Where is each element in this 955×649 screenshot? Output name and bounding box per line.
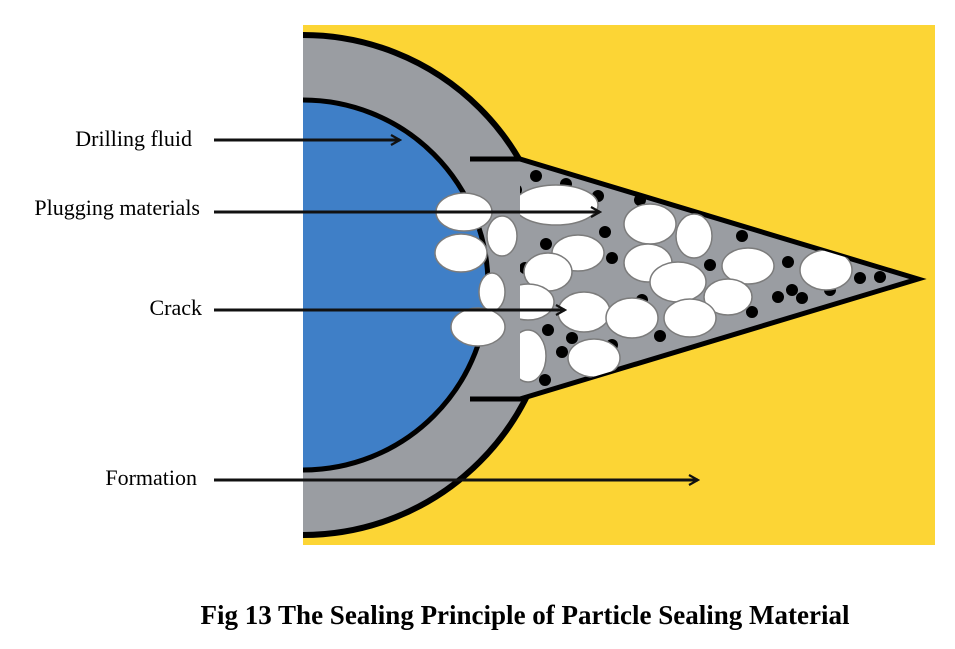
coarse-particle: [649, 261, 707, 303]
label-plugging-materials: Plugging materials: [34, 195, 200, 220]
crack-outline: [470, 156, 927, 402]
coarse-particle: [675, 213, 713, 259]
fine-particle: [556, 346, 568, 358]
wellbore-drilling-fluid: [303, 97, 491, 473]
illustration-panel: [303, 25, 935, 545]
fine-particle: [606, 252, 618, 264]
label-drilling-fluid: Drilling fluid: [75, 126, 192, 151]
fine-particle: [599, 226, 611, 238]
fine-particle: [539, 374, 551, 386]
fine-particle: [786, 284, 798, 296]
plugging-particles: [520, 170, 886, 386]
fine-particle: [746, 306, 758, 318]
coarse-particle: [478, 272, 506, 312]
coarse-particle: [721, 247, 775, 285]
coarse-particle: [434, 233, 488, 273]
fine-particle: [566, 332, 578, 344]
figure-caption: Fig 13 The Sealing Principle of Particle…: [200, 600, 850, 630]
coarse-particle: [520, 184, 599, 226]
fine-particle: [542, 324, 554, 336]
fine-particle: [782, 256, 794, 268]
fine-particle: [772, 291, 784, 303]
fine-particle: [540, 238, 552, 250]
label-formation: Formation: [105, 465, 197, 490]
fine-particle: [796, 292, 808, 304]
coarse-particle: [486, 215, 518, 257]
coarse-particle: [450, 307, 506, 347]
coarse-particle: [520, 329, 547, 383]
coarse-particle: [703, 278, 753, 316]
fine-particle: [654, 330, 666, 342]
fine-particle: [736, 230, 748, 242]
coarse-particle: [623, 203, 677, 245]
label-crack: Crack: [149, 295, 202, 320]
fine-particle: [854, 272, 866, 284]
fine-particle: [874, 271, 886, 283]
coarse-particle: [663, 298, 717, 338]
fine-particle: [530, 170, 542, 182]
coarse-particle: [557, 291, 611, 333]
fine-particle: [704, 259, 716, 271]
coarse-particle: [605, 297, 659, 339]
fine-particle: [634, 194, 646, 206]
